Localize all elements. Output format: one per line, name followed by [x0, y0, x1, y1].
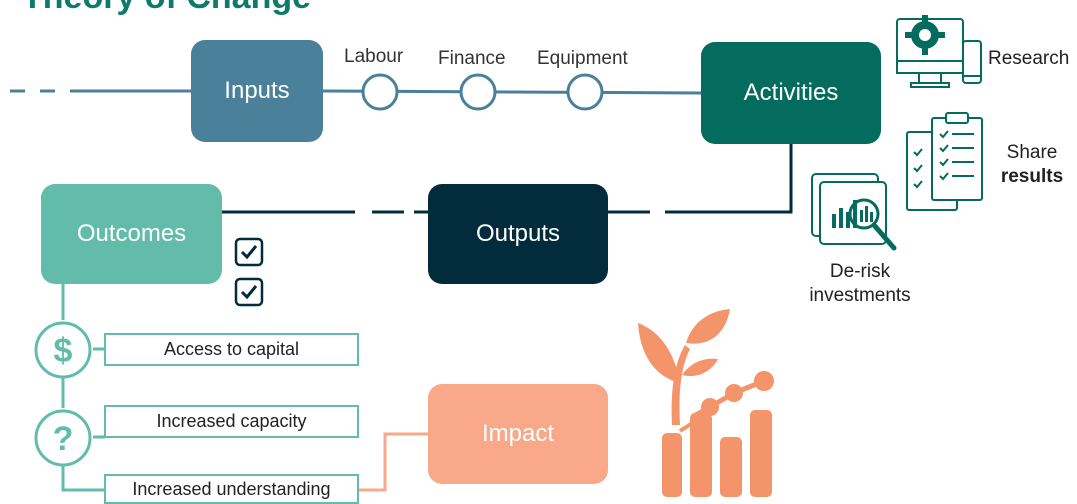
share-label-line: Share: [1006, 142, 1058, 163]
outcome-item: Increased understanding: [104, 474, 359, 504]
derisk-label-line1: De-risk: [829, 261, 891, 282]
page-title: Theory of Change: [22, 0, 311, 17]
input-node-label: Labour: [344, 46, 404, 67]
clipboard-checklist-icon: [906, 112, 983, 211]
input-node-label: Equipment: [537, 48, 628, 69]
checkbox-icon: [234, 237, 264, 267]
outcome-item: Increased capacity: [104, 405, 359, 438]
outputs-box: Outputs: [428, 184, 608, 284]
input-node-circle: [361, 73, 399, 111]
input-node-circle: [566, 73, 604, 111]
checkbox-icon: [234, 277, 264, 307]
input-node-label: Finance: [438, 48, 506, 69]
outcome-item: Access to capital: [104, 333, 359, 366]
activities-box: Activities: [701, 42, 881, 144]
gear-monitor-icon: [896, 15, 982, 88]
derisk-label: De-risk investments: [795, 260, 925, 308]
input-node-circle: [459, 73, 497, 111]
outcomes-box: Outcomes: [41, 184, 222, 284]
svg-text:?: ?: [53, 420, 74, 458]
results-label-line: results: [1000, 166, 1064, 187]
share-results-label: Share results: [994, 141, 1070, 189]
plant-growth-chart-icon: [638, 309, 774, 497]
magnifier-chart-icon: [811, 173, 897, 251]
derisk-label-line2: investments: [809, 285, 911, 306]
research-label: Research: [988, 48, 1070, 69]
impact-box: Impact: [428, 384, 608, 484]
dollar-icon: $: [34, 321, 92, 379]
svg-text:$: $: [54, 332, 73, 370]
inputs-box: Inputs: [191, 40, 323, 142]
question-icon: ?: [34, 409, 92, 467]
